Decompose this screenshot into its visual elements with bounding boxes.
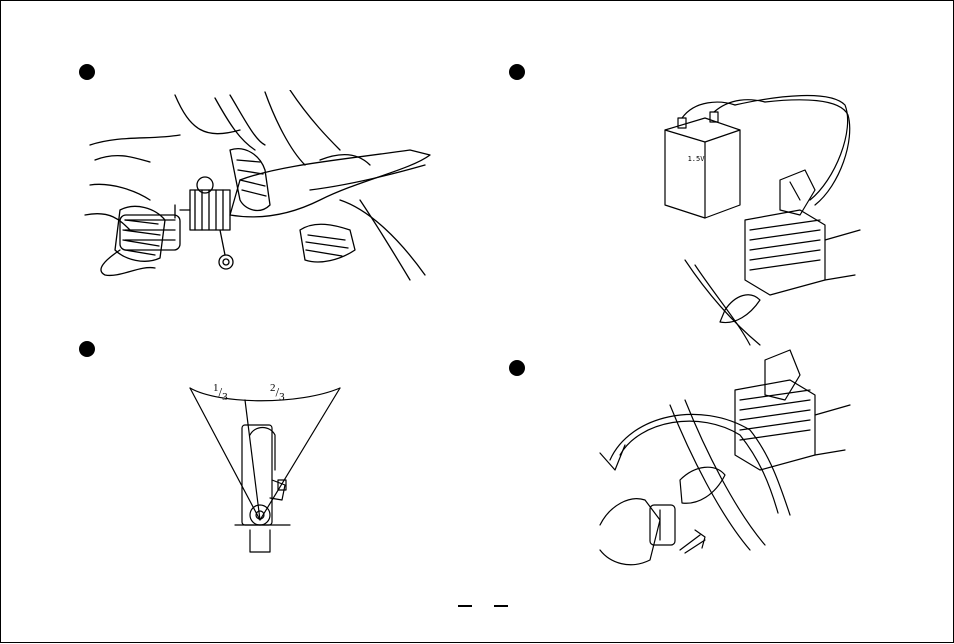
- step-bullet-icon: [79, 64, 95, 80]
- step-bullet-icon: [509, 360, 525, 376]
- needle-valve-angle-diagram: [180, 380, 350, 560]
- glow-plug-battery-illustration: [650, 90, 870, 350]
- fraction-two-thirds: 2/3: [270, 383, 285, 403]
- page-number-mark-right: [494, 605, 508, 607]
- battery-label: 1.5V: [676, 156, 716, 164]
- page-number-mark-left: [458, 605, 472, 607]
- fraction-one-third: 1/3: [213, 383, 228, 403]
- step-bullet-icon: [79, 341, 95, 357]
- step-bullet-icon: [509, 64, 525, 80]
- starter-rotation-illustration: [590, 345, 870, 585]
- electric-starter-illustration: [80, 90, 440, 290]
